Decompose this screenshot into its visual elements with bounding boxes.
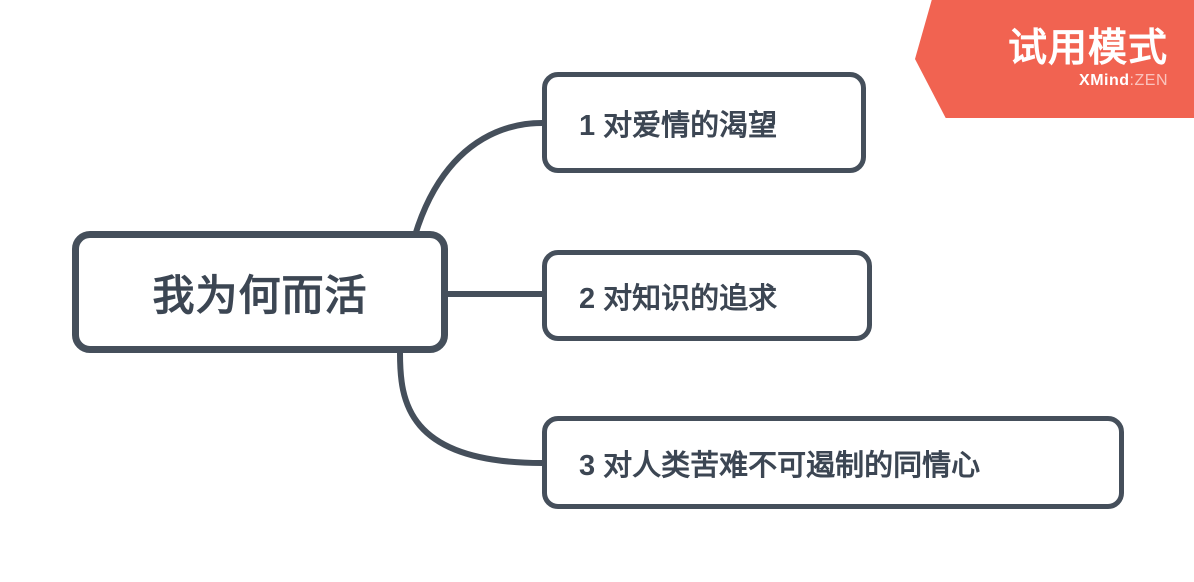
connector-root-to-branch-3 — [397, 350, 545, 466]
trial-mode-title: 试用模式 — [1007, 26, 1168, 70]
mindmap-root-label: 我为何而活 — [152, 271, 368, 319]
xmind-brand-mark: XMind:ZEN — [1079, 73, 1168, 89]
mindmap-branch-label-1: 1 对爱情的渴望 — [579, 109, 778, 142]
xmind-brand-sub: :ZEN — [1129, 72, 1168, 90]
xmind-brand-main: XMind — [1079, 72, 1130, 90]
mindmap-root-node[interactable]: 我为何而活 — [72, 231, 448, 353]
mindmap-branch-node-1[interactable]: 1 对爱情的渴望 — [542, 72, 866, 173]
mindmap-branch-label-3: 3 对人类苦难不可遏制的同情心 — [579, 449, 981, 482]
trial-mode-banner: 试用模式 XMind:ZEN — [915, 0, 1194, 118]
mindmap-branch-node-2[interactable]: 2 对知识的追求 — [542, 250, 872, 341]
mindmap-branch-label-2: 2 对知识的追求 — [579, 282, 778, 315]
mindmap-branch-node-3[interactable]: 3 对人类苦难不可遏制的同情心 — [542, 416, 1124, 509]
